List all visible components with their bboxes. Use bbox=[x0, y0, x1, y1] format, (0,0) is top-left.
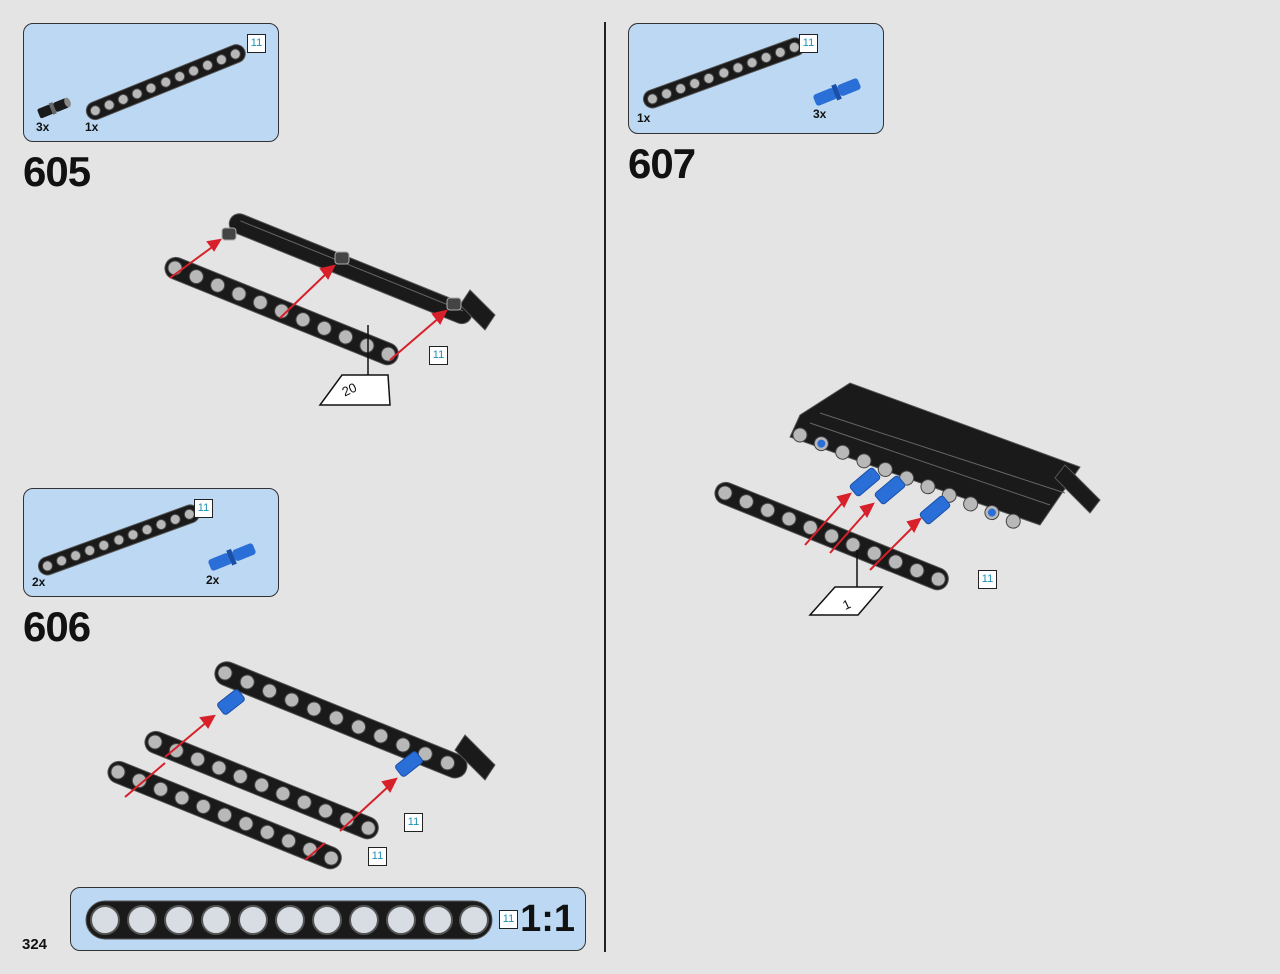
black-beam-11-actual-size bbox=[85, 900, 493, 940]
length-tag: 11 bbox=[499, 910, 518, 929]
step-number: 606 bbox=[23, 603, 91, 650]
part-qty: 3x bbox=[36, 120, 50, 134]
length-tag: 11 bbox=[978, 570, 997, 589]
parts-list-605: 3x 1x 11 bbox=[23, 23, 279, 142]
page-number: 324 bbox=[22, 936, 48, 953]
assembly-605 bbox=[164, 213, 496, 406]
length-tag: 11 bbox=[368, 847, 387, 866]
step-number: 605 bbox=[23, 148, 91, 195]
page-divider bbox=[604, 22, 606, 952]
blue-axle-pin-icon bbox=[208, 543, 256, 571]
part-qty: 1x bbox=[637, 111, 651, 125]
black-beam-11-icon bbox=[85, 44, 246, 121]
assembly-607 bbox=[714, 382, 1101, 616]
length-tag: 11 bbox=[194, 499, 213, 518]
black-beam-11-icon bbox=[642, 37, 805, 109]
length-tag: 11 bbox=[799, 34, 818, 53]
part-qty: 1x bbox=[85, 120, 99, 134]
length-tag: 11 bbox=[404, 813, 423, 832]
black-friction-pin-icon bbox=[37, 97, 71, 119]
part-qty: 2x bbox=[32, 575, 46, 589]
scale-label: 1:1 bbox=[520, 898, 575, 940]
blue-axle-pin-icon bbox=[813, 78, 861, 106]
part-qty: 2x bbox=[206, 573, 220, 587]
length-tag: 11 bbox=[247, 34, 266, 53]
parts-list-607: 1x 3x 11 bbox=[628, 23, 884, 134]
assembly-606 bbox=[107, 661, 496, 870]
length-tag: 11 bbox=[429, 346, 448, 365]
part-qty: 3x bbox=[813, 107, 827, 121]
black-beam-11-icon bbox=[37, 504, 200, 576]
scale-reference-1-1: 11 1:1 bbox=[70, 887, 586, 951]
step-number: 607 bbox=[628, 140, 696, 187]
parts-list-606: 2x 2x 11 bbox=[23, 488, 279, 597]
